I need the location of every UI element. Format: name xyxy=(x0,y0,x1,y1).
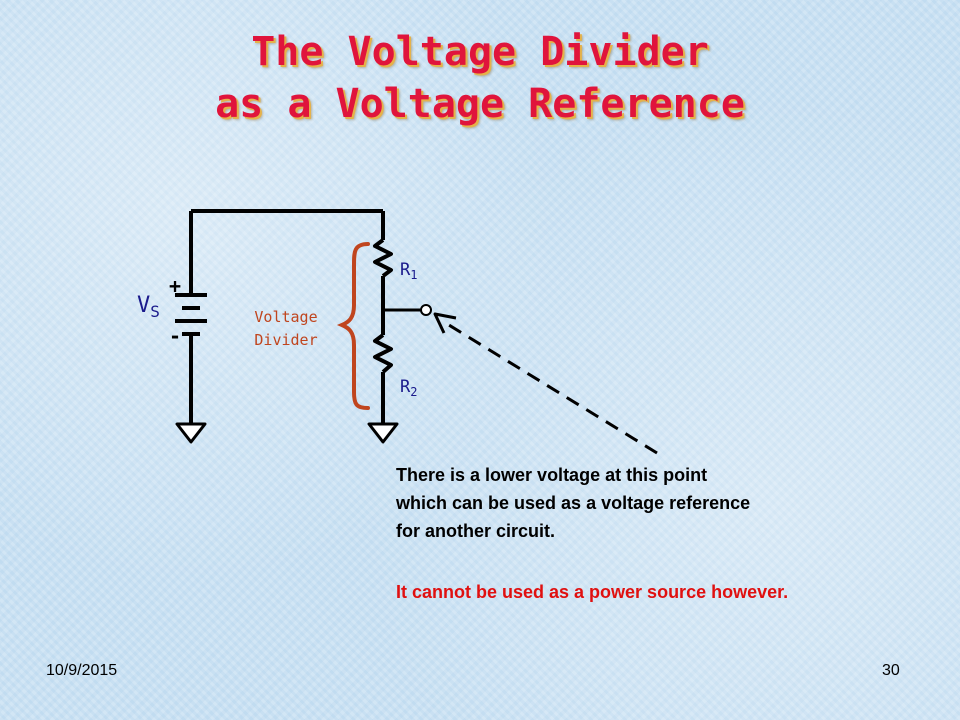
r2-label-main: R xyxy=(400,377,411,397)
pointer-line xyxy=(443,320,658,455)
battery-minus: - xyxy=(169,324,181,348)
battery-plus: + xyxy=(169,274,181,298)
pointer-arrowhead-icon xyxy=(433,312,457,334)
slide-title-line-2: as a Voltage Reference xyxy=(215,81,745,127)
warning-note: It cannot be used as a power source howe… xyxy=(396,582,789,602)
footer-date: 10/9/2015 xyxy=(46,662,118,679)
divider-label-line-2: Divider xyxy=(254,331,317,349)
left-ground-icon xyxy=(175,422,207,444)
right-ground-icon xyxy=(367,422,399,444)
source-label-main: V xyxy=(137,293,150,318)
r1-resistor-symbol xyxy=(373,238,393,278)
note-line-3: for another circuit. xyxy=(396,521,556,541)
divider-bracket xyxy=(336,242,370,410)
slide-number: 30 xyxy=(882,662,900,679)
battery-symbol xyxy=(175,282,207,342)
divider-label-line-1: Voltage xyxy=(254,308,317,326)
r2-label: R2 xyxy=(400,377,417,399)
note-line-2: which can be used as a voltage reference xyxy=(396,493,751,513)
r2-resistor-symbol xyxy=(373,333,393,374)
slide-title-line-1: The Voltage Divider xyxy=(251,29,709,75)
r2-label-subscript: 2 xyxy=(410,385,417,399)
note-line-1: There is a lower voltage at this point xyxy=(396,465,708,485)
r1-label: R1 xyxy=(400,260,417,282)
source-label-subscript: S xyxy=(150,302,160,321)
tap-terminal xyxy=(420,304,432,316)
r1-label-subscript: 1 xyxy=(410,268,417,282)
source-label: VS xyxy=(137,293,160,321)
r1-label-main: R xyxy=(400,260,411,280)
